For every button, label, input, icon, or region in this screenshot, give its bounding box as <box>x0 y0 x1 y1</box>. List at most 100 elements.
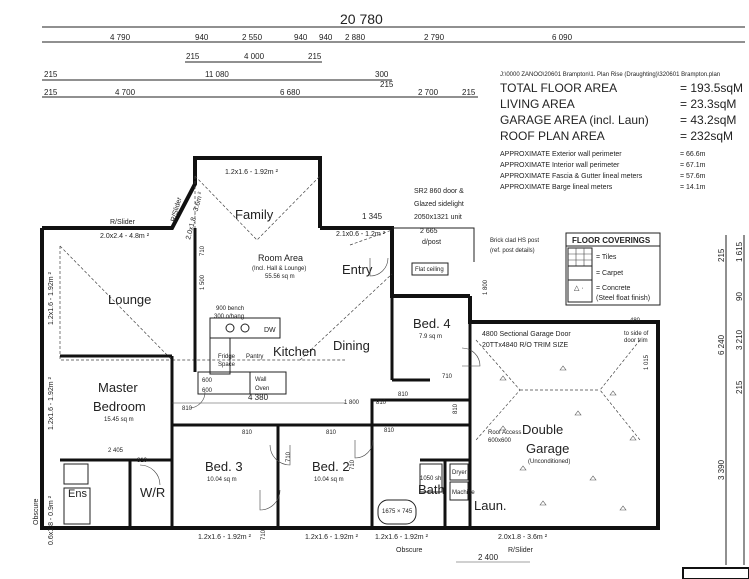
bed2-sqm: 10.04 sq m <box>314 477 344 483</box>
dim-1015: 1 015 <box>644 354 650 370</box>
roof-access-size: 600x600 <box>488 438 512 444</box>
room-bed3: Bed. 3 <box>205 459 243 474</box>
dim-1800a: 1 800 <box>344 400 360 406</box>
fridge-label: Fridge <box>218 354 236 360</box>
carpet-swatch <box>567 265 593 281</box>
room-kitchen: Kitchen <box>273 344 316 359</box>
concrete-swatch <box>567 279 593 303</box>
dim-810f: 810 <box>182 406 193 412</box>
dim-r4-5: 2 700 <box>418 88 439 97</box>
rdim-1: 215 <box>717 248 726 262</box>
approx-barge-label: APPROXIMATE Barge lineal meters <box>500 184 613 191</box>
lounge-left-window: 1.2x1.6 - 1.92m ² <box>48 271 55 325</box>
dim-710b: 710 <box>261 529 267 540</box>
dim-r1-2: 940 <box>195 33 209 42</box>
dim-r2-2: 4 000 <box>244 52 265 61</box>
bed4-sqm: 7.9 sq m <box>419 334 442 340</box>
rdim-7: 3 390 <box>717 459 726 480</box>
bed3-window: 1.2x1.6 - 1.92m ² <box>198 534 252 541</box>
dim-r2-3: 215 <box>308 52 322 61</box>
side-door-note-2: door trim <box>624 338 648 344</box>
room-bed4: Bed. 4 <box>413 316 451 331</box>
overall-dimension: 20 780 <box>340 11 383 27</box>
dim-810h: 810 <box>453 403 459 414</box>
slider-bottom: R/Slider <box>508 547 534 554</box>
dryer-label: Dryer <box>452 470 467 476</box>
obscure-bottom: Obscure <box>396 547 423 554</box>
garage-door-note: 4800 Sectional Garage Door <box>482 331 571 338</box>
master-left-window: 1.2x1.6 - 1.92m ² <box>48 376 55 430</box>
master-sqm: 15.45 sq m <box>104 417 134 423</box>
spa-size: 1675 × 745 <box>382 509 413 515</box>
dim-2400: 2 400 <box>478 553 499 562</box>
garage-area-value: = 43.2sqM <box>680 113 736 127</box>
internal-dimensions: 4 380 600 600 810 810 810 810 810 710 71… <box>108 245 650 540</box>
dim-810b: 810 <box>326 430 337 436</box>
window-notes: 1.2x1.6 - 1.92m ² R/Slider R/Slider 2.0x… <box>33 169 649 545</box>
obscure-left: Obscure <box>33 498 40 525</box>
bench-note: 900 bench <box>216 306 244 312</box>
room-area-sqm: 55.56 sq m <box>265 274 295 280</box>
svg-text:△ ·: △ · <box>574 285 584 292</box>
machine-label: Machine <box>452 490 475 496</box>
entry-door-note-1: SR2 860 door & <box>414 188 464 195</box>
sheet-corner-mark <box>682 567 749 579</box>
approx-ext-value: = 66.6m <box>680 151 706 158</box>
pantry-label: Pantry <box>246 354 263 360</box>
file-path-note: J:\0000 ZANOO\20601 Brampton\1. Plan Ris… <box>500 72 720 78</box>
slider-label-left: R/Slider <box>110 219 136 226</box>
interior-walls <box>60 228 472 528</box>
brick-post-label: Brick clad HS post <box>490 238 539 244</box>
dim-r3-1: 215 <box>44 70 58 79</box>
rdim-6: 6 240 <box>717 334 726 355</box>
rdim-4: 3 210 <box>735 329 744 350</box>
dim-1800b: 1 800 <box>483 279 489 295</box>
room-laundry: Laun. <box>474 498 507 513</box>
dim-710d: 710 <box>350 459 356 470</box>
dim-r3-2: 11 080 <box>205 70 229 79</box>
entry-door-note-2: Glazed sidelight <box>414 201 464 208</box>
dim-710c: 710 <box>442 374 453 380</box>
dim-r1-5: 940 <box>319 33 333 42</box>
living-area-value: = 23.3sqM <box>680 97 736 111</box>
wet-area-fixtures <box>63 463 469 525</box>
approx-int-value: = 67.1m <box>680 162 706 169</box>
family-window-note: 1.2x1.6 - 1.92m ² <box>225 169 279 176</box>
brick-post-sub: (ref. post details) <box>490 248 535 254</box>
dim-r1-6: 2 880 <box>345 33 366 42</box>
dim-r1-4: 940 <box>294 33 308 42</box>
exterior-walls <box>40 156 660 530</box>
room-family: Family <box>235 207 274 222</box>
entry-door-note-3: 2050x1321 unit <box>414 214 462 221</box>
bed3-sqm: 10.04 sq m <box>207 477 237 483</box>
dim-r4-3: 6 680 <box>280 88 301 97</box>
roof-plan-area-label: ROOF PLAN AREA <box>500 129 605 143</box>
dim-600a: 600 <box>202 378 213 384</box>
dim-1345: 1 345 <box>362 212 383 221</box>
total-floor-area-value: = 193.5sqM <box>680 81 743 95</box>
top-dimension-lines: 20 780 4 790 940 2 550 940 940 2 880 2 7… <box>42 11 745 98</box>
rdim-2: 1 615 <box>735 241 744 262</box>
rdim-5: 215 <box>735 380 744 394</box>
legend-concrete-sub: (Steel float finish) <box>596 295 650 302</box>
bed2-window: 1.2x1.6 - 1.92m ² <box>305 534 359 541</box>
approx-fascia-label: APPROXIMATE Fascia & Gutter lineal meter… <box>500 173 643 180</box>
room-area-label: Room Area <box>258 253 303 263</box>
dim-710a: 710 <box>286 451 292 462</box>
dim-r4-6: 215 <box>462 88 476 97</box>
dim-2405: 2 405 <box>108 448 124 454</box>
dim-r4-4: 215 <box>380 80 394 89</box>
room-dining: Dining <box>333 338 370 353</box>
approx-ext-label: APPROXIMATE Exterior wall perimeter <box>500 151 622 158</box>
floor-coverings-legend: FLOOR COVERINGS = Tiles = Carpet △ · = C… <box>565 232 661 306</box>
room-area-sub: (Incl. Hall & Lounge) <box>252 266 306 272</box>
dpost-label: d/post <box>422 239 441 246</box>
room-garage-2: Garage <box>526 441 569 456</box>
overhang-note: 300 o/hang <box>214 314 244 320</box>
garage-area-label: GARAGE AREA (incl. Laun) <box>500 113 649 127</box>
room-walk-in-robe: W/R <box>140 485 165 500</box>
dim-r1-1: 4 790 <box>110 33 131 42</box>
dim-r4-2: 4 700 <box>115 88 136 97</box>
door-swings <box>139 257 481 511</box>
